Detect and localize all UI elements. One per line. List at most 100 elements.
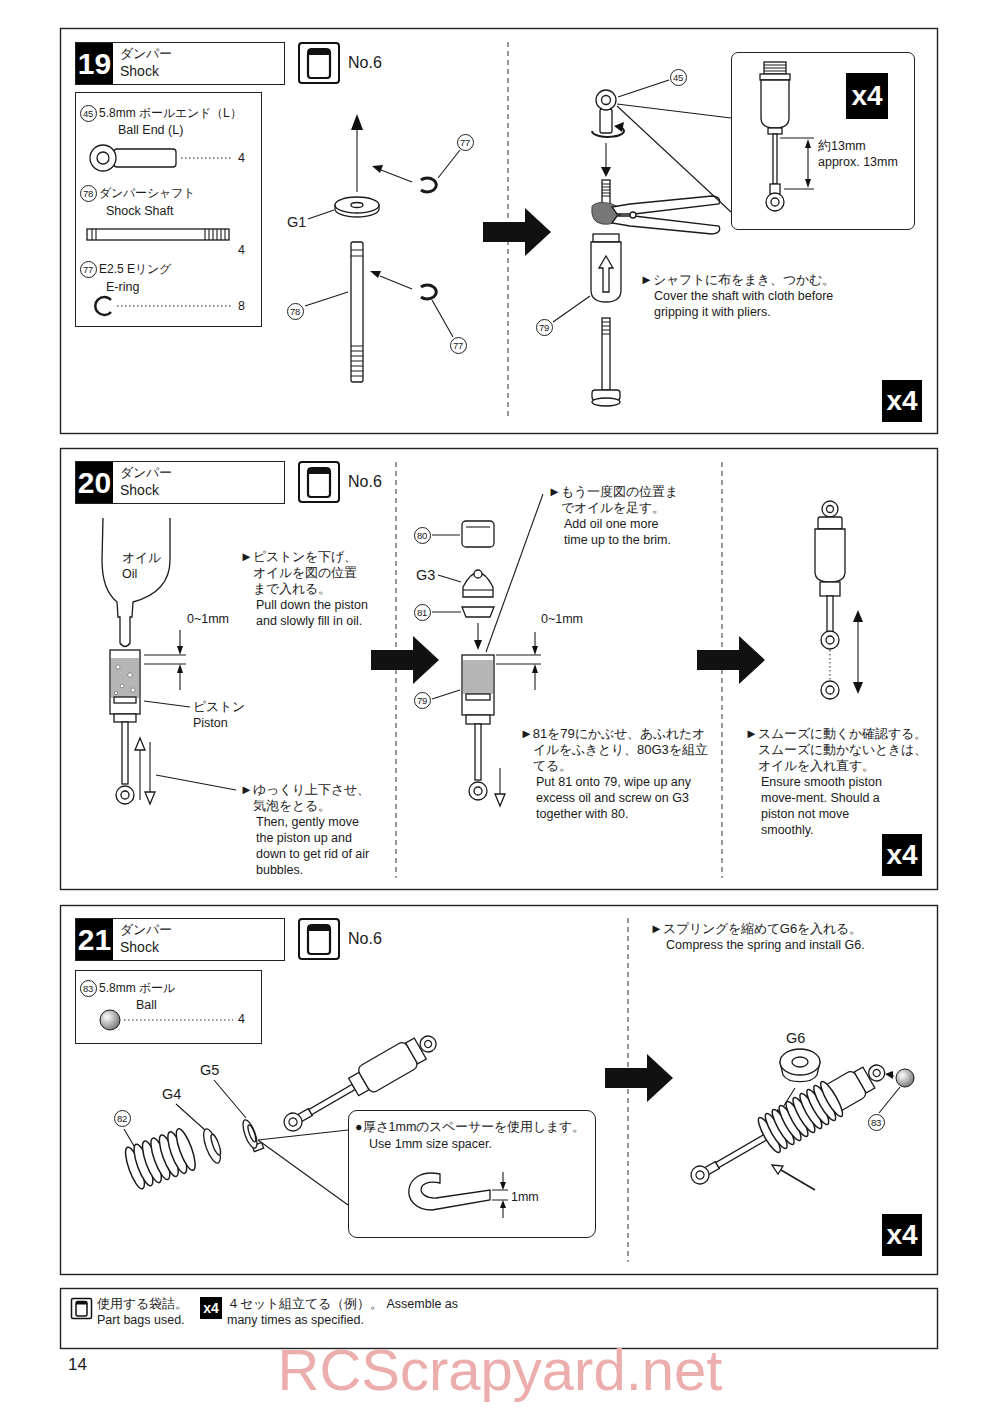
divider	[396, 42, 722, 1262]
shock-check-illustration	[820, 582, 840, 596]
final-assembly-illustration	[682, 1052, 893, 1197]
pliers-illustration	[602, 184, 610, 196]
shock-check-illustration	[822, 501, 838, 517]
final-assembly-illustration	[688, 1163, 713, 1188]
legend-bag-icon	[72, 1299, 92, 1319]
label-text: ダンパーシャフト	[99, 186, 195, 201]
bag-icon-art	[308, 925, 330, 931]
bag-icon: No.6	[298, 461, 340, 503]
shaft-illustration	[372, 165, 383, 173]
bag-number: No.6	[348, 473, 382, 491]
cap-illustration	[532, 664, 538, 673]
spring-illustration	[173, 1127, 199, 1172]
label-text: 4	[238, 1011, 245, 1027]
spring-illustration	[240, 1117, 264, 1152]
callout-number: 83	[868, 1114, 885, 1131]
shock-check-illustration	[826, 686, 834, 694]
callout-number: 79	[414, 692, 431, 709]
count-label: x4	[882, 1214, 922, 1256]
part-drawing	[181, 158, 233, 159]
panel-frame	[61, 29, 938, 1349]
cap-illustration	[496, 632, 541, 690]
final-assembly-illustration	[716, 1132, 771, 1167]
label-text: E-ring	[106, 279, 139, 295]
callout-number: 77	[457, 134, 474, 151]
pliers-illustration	[591, 242, 621, 302]
part-drawing	[97, 152, 109, 164]
final-assembly-illustration	[682, 1049, 914, 1197]
spring-illustration	[246, 1124, 257, 1143]
count-badge: x4	[882, 1214, 922, 1256]
oil-fill-illustration	[114, 714, 136, 722]
shaft-illustration	[421, 178, 436, 192]
spring-illustration	[288, 1117, 299, 1128]
pliers-illustration	[592, 398, 620, 406]
cap-illustration	[477, 623, 478, 641]
label-text: ダンパー	[120, 922, 172, 938]
step-title: 21ダンパーShock	[75, 918, 285, 961]
part-code: G6	[786, 1030, 805, 1046]
shock-check-illustration	[815, 501, 863, 699]
shock-check-illustration	[821, 681, 839, 699]
parts-list: 455.8mm ボールエンド（L）Ball End (L)478ダンパーシャフト…	[75, 92, 262, 327]
shock-check-illustration	[853, 682, 863, 694]
label-text: E2.5 Eリング	[99, 262, 171, 277]
final-assembly-illustration	[817, 1079, 846, 1119]
divider	[628, 918, 629, 1262]
step-arrow	[371, 636, 439, 684]
spring-illustration	[124, 1080, 348, 1205]
oil-fill-illustration	[102, 518, 170, 647]
part-drawing	[124, 1020, 233, 1021]
cap-illustration	[462, 655, 494, 715]
spring-illustration	[281, 1110, 306, 1135]
part-drawing	[100, 1010, 120, 1030]
cap-illustration	[432, 494, 543, 699]
pliers-illustration	[596, 90, 616, 110]
label-text: Shock	[120, 63, 159, 80]
cap-illustration	[495, 794, 505, 806]
label-text: Pull down the piston and slowly fill in …	[256, 597, 388, 629]
panel-frame	[61, 29, 938, 434]
inset-illustration	[771, 198, 779, 206]
callout-number: 45	[80, 105, 97, 122]
part-code: G3	[416, 567, 435, 583]
oil-fill-illustration	[116, 665, 120, 669]
shaft-illustration	[351, 250, 363, 376]
shaft-illustration	[351, 242, 363, 382]
count-label: x4	[846, 73, 888, 119]
spring-illustration	[492, 1172, 508, 1218]
final-assembly-illustration	[772, 1165, 783, 1174]
cap-illustration	[466, 526, 490, 527]
inset-illustration	[764, 62, 786, 74]
label-text: オイル	[122, 550, 161, 566]
bag-icon-art	[308, 49, 330, 55]
part-code: G5	[200, 1062, 219, 1078]
part-code: G1	[287, 214, 306, 230]
label-text: 1mm	[511, 1189, 539, 1205]
inset-illustration	[780, 138, 814, 189]
shock-check-illustration	[827, 596, 833, 632]
cap-illustration	[463, 589, 493, 590]
spring-illustration	[500, 1200, 506, 1208]
shaft-illustration	[356, 128, 357, 192]
bag-icon-art	[308, 925, 330, 954]
pliers-illustration	[612, 196, 720, 214]
count-badge: x4	[882, 834, 922, 876]
cap-illustration	[474, 640, 482, 650]
oil-fill-illustration	[144, 630, 186, 690]
label-text: ►ゆっくり上下させ、気泡をとる。	[240, 782, 371, 814]
inset-illustration	[764, 65, 786, 71]
step-arrow	[697, 636, 765, 684]
oil-fill-illustration	[128, 673, 132, 677]
label-text: Shock	[120, 939, 159, 956]
cap-illustration	[475, 724, 481, 780]
label-text: ピストン	[193, 699, 245, 715]
label-text: ダンパー	[120, 465, 172, 481]
bag-icon-art	[308, 468, 330, 474]
spring-illustration	[500, 1182, 506, 1190]
shaft-illustration	[335, 197, 379, 213]
label-text: Put 81 onto 79, wipe up any excess oil a…	[536, 774, 711, 822]
shock-check-illustration	[818, 517, 842, 529]
inset-illustration	[805, 139, 811, 148]
label-text: 4	[238, 150, 245, 166]
